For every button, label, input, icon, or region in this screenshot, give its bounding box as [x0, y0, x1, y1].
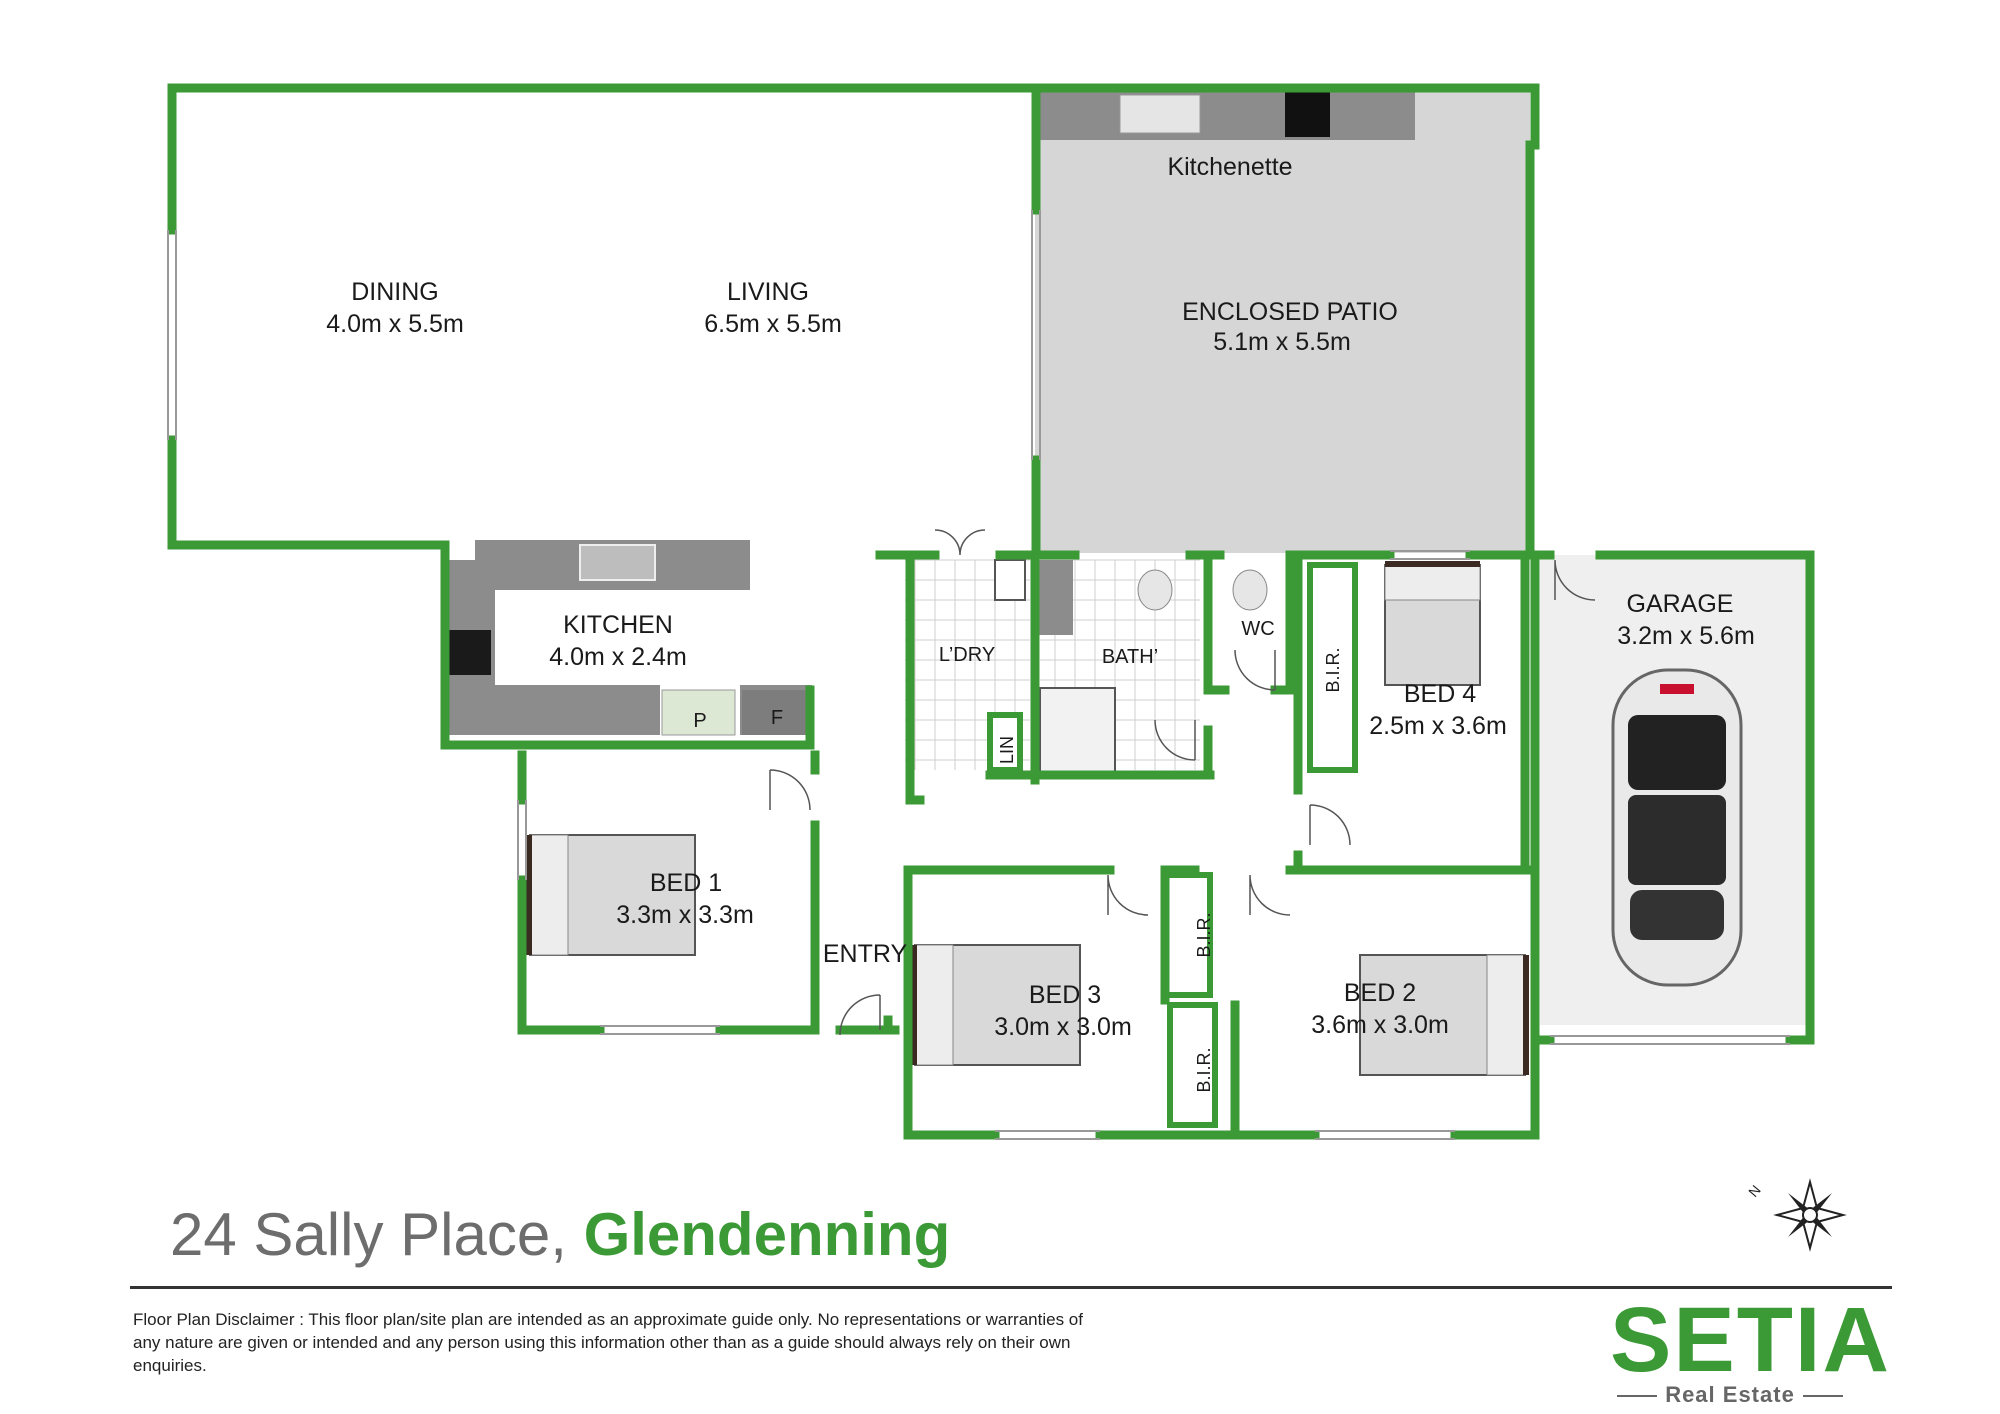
dining-size: 4.0m x 5.5m: [326, 310, 464, 338]
shower: [1039, 687, 1116, 774]
garage-size: 3.2m x 5.6m: [1617, 622, 1755, 650]
bir-lower: [1167, 1002, 1218, 1128]
logo-subtitle: Real Estate: [1600, 1382, 1860, 1408]
garage-name: GARAGE: [1627, 590, 1734, 618]
enclosed-patio-size: 5.1m x 5.5m: [1213, 328, 1351, 356]
enclosed-patio-name: ENCLOSED PATIO: [1182, 298, 1398, 326]
bath-toilet: [1137, 569, 1173, 611]
kitchen-name: KITCHEN: [563, 611, 673, 639]
bed-2: [1359, 954, 1529, 1076]
wc-toilet: [1232, 569, 1268, 611]
kitchenette-cooktop: [1285, 92, 1330, 137]
bir-bed4: [1307, 562, 1358, 773]
logo-wordmark: SETIA: [1610, 1289, 1891, 1391]
car: [1611, 668, 1743, 987]
address-suburb: Glendenning: [583, 1201, 951, 1268]
kitchen-cooktop: [448, 630, 491, 675]
bir-upper: [1162, 872, 1213, 998]
bed2-name: BED 2: [1344, 979, 1416, 1007]
floor-plan-disclaimer: Floor Plan Disclaimer : This floor plan/…: [133, 1310, 1083, 1375]
bath-tiles: [1040, 559, 1200, 770]
bed-4: [1384, 561, 1481, 686]
bed-3: [911, 944, 1081, 1066]
bed3-name: BED 3: [1029, 981, 1101, 1009]
bir-upper-name: B.I.R.: [1194, 912, 1214, 957]
wc-name: WC: [1241, 618, 1274, 640]
bir-lower-name: B.I.R.: [1194, 1047, 1214, 1092]
living-name: LIVING: [727, 278, 809, 306]
bed4-size: 2.5m x 3.6m: [1369, 712, 1507, 740]
walls: [167, 83, 1815, 1140]
property-address: 24 Sally Place, Glendenning: [170, 1200, 950, 1269]
doors: [769, 529, 1596, 1036]
bed3-size: 3.0m x 3.0m: [994, 1013, 1132, 1041]
pantry: [661, 689, 736, 736]
footer-divider: [130, 1286, 1892, 1289]
fridge: [742, 690, 808, 735]
address-street: 24 Sally Place,: [170, 1201, 567, 1268]
linen-name: LIN: [997, 736, 1017, 764]
setia-logo: SETIA Real Estate: [1600, 1290, 1890, 1410]
bed1-size: 3.3m x 3.3m: [616, 901, 754, 929]
laundry-name: L’DRY: [939, 644, 995, 666]
kitchenette-counter: [1040, 90, 1415, 140]
bath-vanity: [1038, 560, 1073, 635]
bed-1: [526, 834, 696, 956]
entry-name: ENTRY: [823, 940, 908, 968]
pantry-label: P: [693, 710, 706, 732]
dining-name: DINING: [351, 278, 439, 306]
compass-north-label: N: [1745, 1182, 1764, 1200]
living-size: 6.5m x 5.5m: [704, 310, 842, 338]
compass-rose-icon: [1773, 1178, 1847, 1252]
linen-cupboard: [987, 712, 1023, 773]
laundry-tub: [994, 559, 1026, 601]
bed2-size: 3.6m x 3.0m: [1311, 1011, 1449, 1039]
bed4-name: BED 4: [1404, 680, 1476, 708]
bed1-name: BED 1: [650, 869, 722, 897]
windows: [167, 210, 1790, 1140]
kitchenette-sink: [1119, 94, 1201, 134]
kitchen-sink: [579, 544, 656, 581]
bath-name: BATH’: [1102, 646, 1158, 668]
bir-bed4-name: B.I.R.: [1323, 647, 1343, 692]
fridge-label: F: [771, 707, 783, 729]
kitchen-size: 4.0m x 2.4m: [549, 643, 687, 671]
laundry-tiles: [905, 559, 1030, 770]
enclosed-patio-floor: [1035, 88, 1530, 553]
kitchenette-name: Kitchenette: [1167, 153, 1292, 181]
